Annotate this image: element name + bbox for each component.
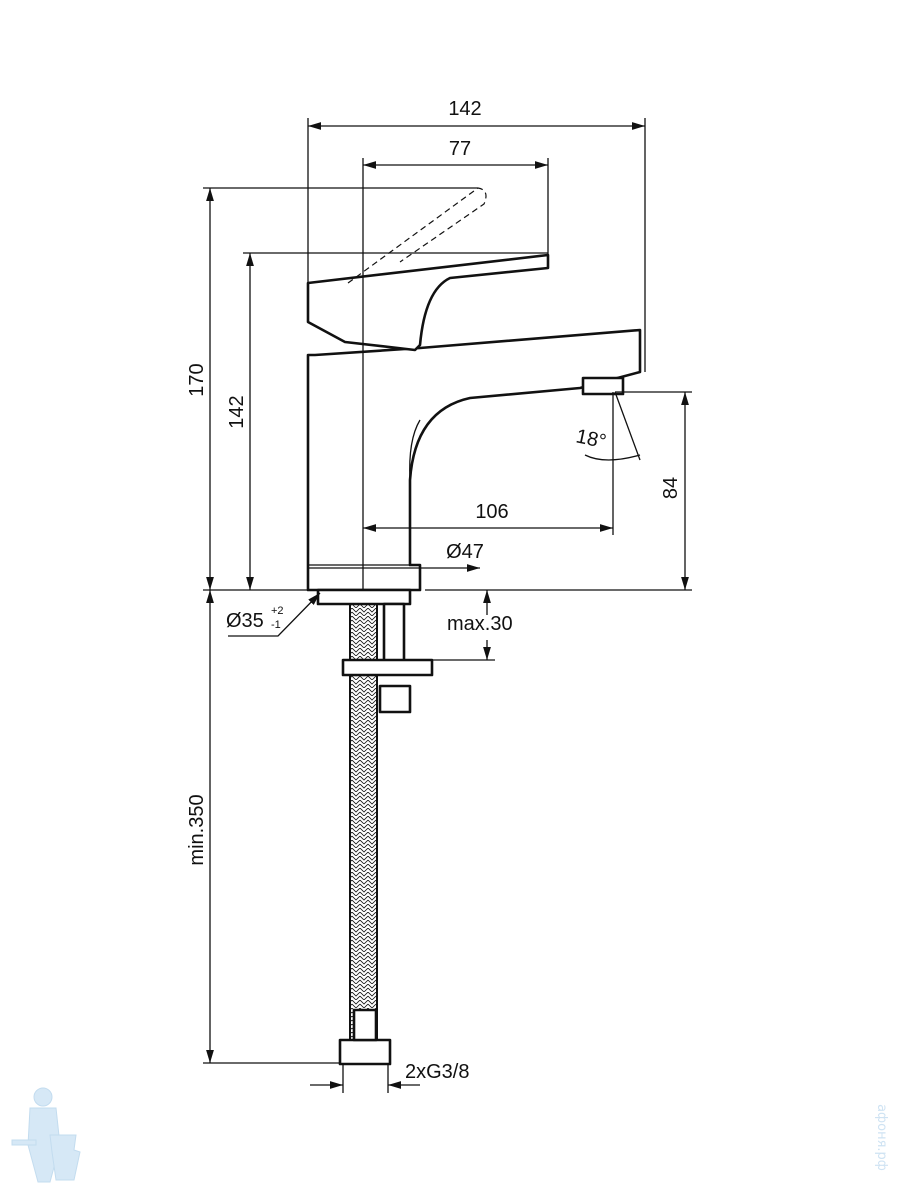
dim-spout-height: 84 (660, 477, 682, 499)
dim-connection: 2xG3/8 (405, 1061, 469, 1083)
dim-overall-width: 142 (448, 98, 481, 120)
watermark-text: афоня.рф (873, 1104, 889, 1171)
plumber-mascot-logo (11, 1087, 81, 1183)
dim-hole-tol-minus: -1 (271, 619, 281, 631)
dim-base-diameter: Ø47 (446, 541, 484, 563)
dim-spout-reach: 106 (475, 501, 508, 523)
mounting-kit (338, 602, 434, 1066)
dim-overall-height: 170 (186, 363, 208, 396)
dim-handle-width: 77 (449, 138, 471, 160)
dimension-lines (206, 122, 689, 1089)
dim-max-deck: max.30 (447, 613, 513, 635)
dim-hole-diameter: Ø35 (226, 610, 264, 632)
dim-hole-tol-plus: +2 (271, 605, 284, 617)
extension-lines (203, 118, 692, 1093)
dim-spray-angle: 18° (574, 425, 608, 453)
faucet-handle (306, 187, 550, 352)
dim-min-hose: min.350 (186, 794, 208, 865)
dim-body-height: 142 (226, 395, 248, 428)
